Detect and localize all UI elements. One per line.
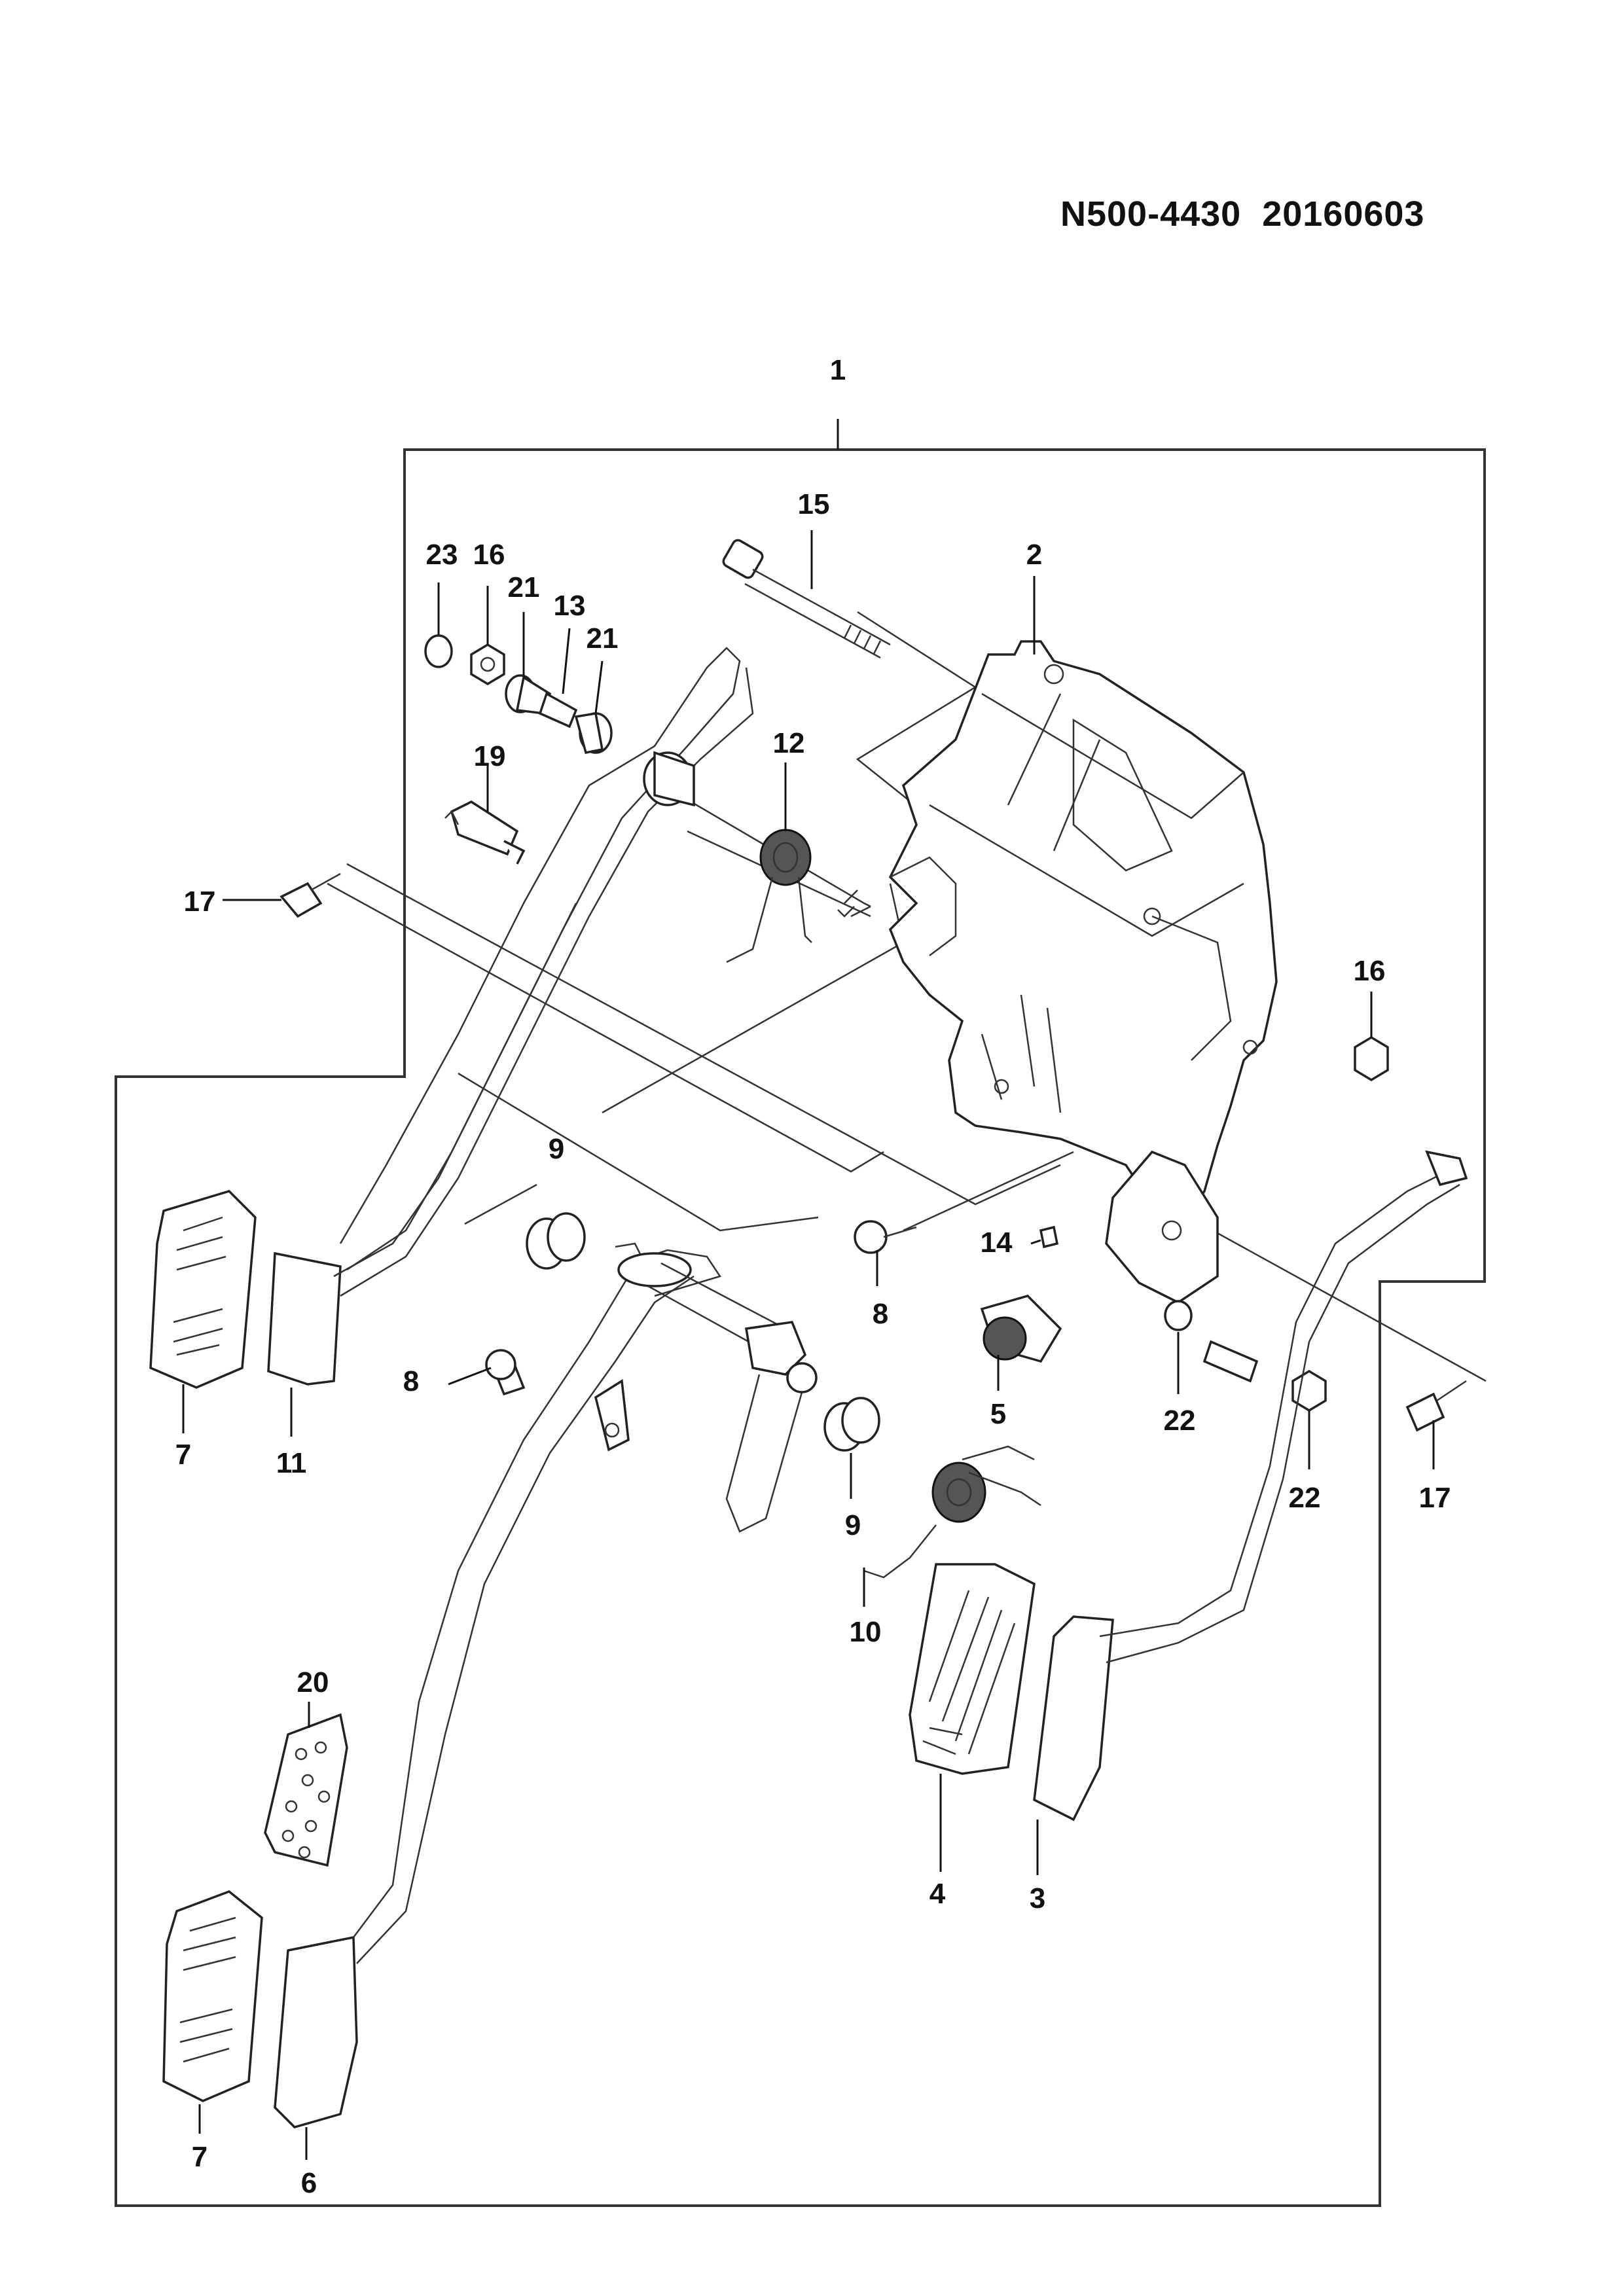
callout-14: 14 bbox=[981, 1227, 1013, 1259]
callout-10: 10 bbox=[850, 1616, 882, 1648]
callout-1: 1 bbox=[830, 354, 846, 386]
callout-20: 20 bbox=[297, 1666, 329, 1698]
callout-21-left: 21 bbox=[508, 571, 540, 603]
bracket-2 bbox=[888, 640, 1278, 1304]
coil-spring-10 bbox=[863, 1445, 1041, 1579]
callout-2: 2 bbox=[1026, 539, 1042, 571]
bolt-17-left bbox=[280, 872, 341, 918]
callout-17-left: 17 bbox=[184, 886, 216, 918]
callout-22-left: 22 bbox=[1164, 1405, 1196, 1437]
callout-9-lower: 9 bbox=[845, 1509, 861, 1541]
callout-16-left: 16 bbox=[473, 539, 505, 571]
callout-19: 19 bbox=[474, 740, 506, 772]
callout-13: 13 bbox=[554, 590, 586, 622]
brake-pedal-6 bbox=[274, 1242, 818, 2128]
small-hardware-top-left bbox=[424, 634, 613, 755]
pin-14 bbox=[1039, 1225, 1059, 1249]
callout-6: 6 bbox=[301, 2167, 317, 2199]
callout-23: 23 bbox=[426, 539, 458, 571]
callout-8-left: 8 bbox=[403, 1365, 419, 1397]
callout-7-upper: 7 bbox=[175, 1439, 191, 1471]
callout-17-right: 17 bbox=[1419, 1482, 1451, 1514]
callout-4: 4 bbox=[929, 1878, 946, 1910]
callout-7-lower: 7 bbox=[192, 2141, 208, 2173]
assembly-frame bbox=[115, 448, 1486, 2207]
pedal-pad-7-lower bbox=[162, 1890, 263, 2102]
callout-leaders bbox=[182, 530, 1435, 2160]
callout-9-upper: 9 bbox=[549, 1133, 564, 1165]
callout-11: 11 bbox=[276, 1447, 307, 1479]
bolt-15 bbox=[722, 539, 891, 659]
washer-22-left bbox=[1164, 1300, 1193, 1331]
callout-21-right: 21 bbox=[586, 622, 619, 655]
callout-labels: 1 2 3 4 5 6 7 7 8 8 9 9 10 11 12 13 14 1… bbox=[175, 354, 1451, 2199]
callout-15: 15 bbox=[798, 488, 830, 520]
switch-19 bbox=[444, 800, 526, 865]
pedal-pad-7-upper bbox=[149, 1190, 257, 1389]
callout-22-right: 22 bbox=[1289, 1482, 1321, 1514]
accelerator-pedal-3 bbox=[1033, 1150, 1468, 1821]
pedal-pad-20 bbox=[264, 1713, 348, 1867]
nut-16-right bbox=[1354, 1035, 1389, 1082]
callout-12: 12 bbox=[773, 727, 805, 759]
spring-5 bbox=[980, 1295, 1062, 1363]
return-spring-12 bbox=[726, 829, 871, 963]
bushing-9-lower bbox=[823, 1397, 880, 1452]
stopper-8-right bbox=[854, 1220, 917, 1254]
callout-8-right: 8 bbox=[873, 1298, 888, 1330]
alignment-lines bbox=[327, 611, 1487, 1382]
bushing-9-upper bbox=[526, 1212, 586, 1270]
callout-3: 3 bbox=[1030, 1882, 1045, 1914]
callout-16-right: 16 bbox=[1354, 955, 1386, 987]
callout-5: 5 bbox=[990, 1398, 1006, 1430]
bolt-17-right bbox=[1405, 1380, 1467, 1432]
document-code: N500-4430 20160603 bbox=[1060, 194, 1425, 234]
stopper-8-left bbox=[485, 1349, 526, 1396]
pedal-arm-11 bbox=[267, 647, 754, 1386]
accelerator-pad-4 bbox=[909, 1563, 1036, 1775]
